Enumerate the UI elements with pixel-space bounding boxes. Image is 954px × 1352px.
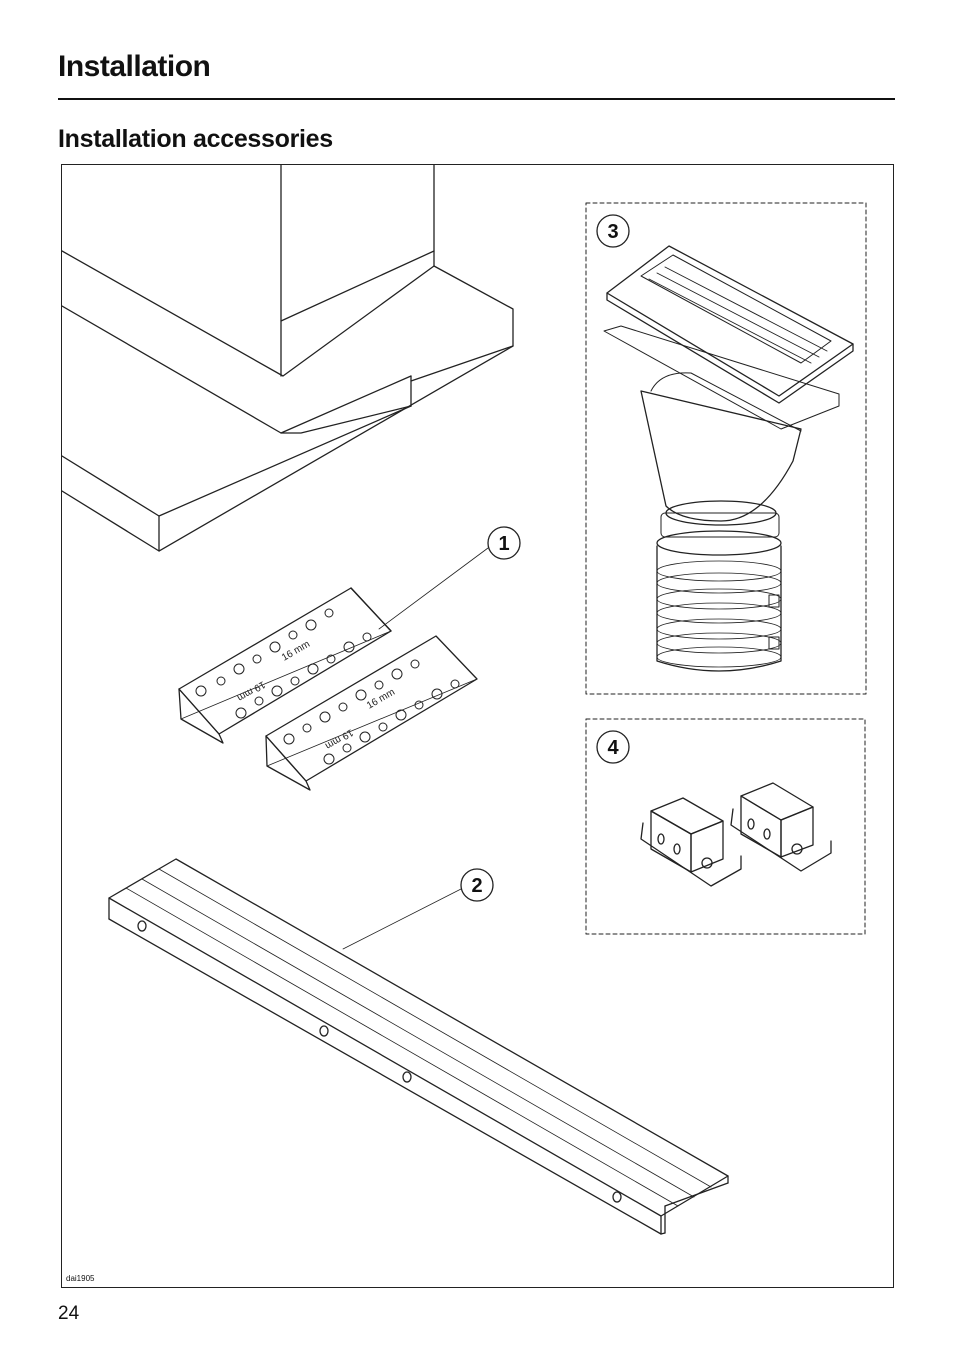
item-3-frame <box>585 202 867 695</box>
callout-2: 2 <box>460 868 494 902</box>
callout-4-number: 4 <box>607 737 619 759</box>
bracket-pair-drawing: 16 mm 16 mm 19 mm 19 mm <box>178 587 478 791</box>
title-divider <box>58 98 895 100</box>
wall-rail-drawing <box>108 858 729 1235</box>
callout-3: 3 <box>596 214 630 248</box>
callout-2-number: 2 <box>471 875 482 897</box>
bracket-label-16mm: 16 mm <box>280 639 312 664</box>
callout-1-leader <box>378 547 489 630</box>
mounting-clips-drawing <box>640 782 832 887</box>
installation-figure: 16 mm 16 mm 19 mm 19 mm <box>61 164 894 1288</box>
callout-1: 1 <box>487 526 521 560</box>
callout-1-number: 1 <box>498 533 509 555</box>
accessories-illustration: 16 mm 16 mm 19 mm 19 mm <box>62 165 867 1235</box>
item-4-frame <box>585 718 866 935</box>
cooker-hood-drawing <box>62 165 514 552</box>
bracket-label-19mm-2: 19 mm <box>323 726 355 751</box>
figure-code: dai1905 <box>66 1274 95 1283</box>
page-title: Installation <box>58 50 211 83</box>
bracket-label-16mm-2: 16 mm <box>365 687 397 712</box>
page-number: 24 <box>58 1303 80 1324</box>
callout-3-number: 3 <box>607 221 618 243</box>
callout-2-leader <box>342 888 462 950</box>
section-title: Installation accessories <box>58 125 333 153</box>
callout-4: 4 <box>596 730 630 764</box>
exhaust-adapter-drawing <box>603 245 854 672</box>
